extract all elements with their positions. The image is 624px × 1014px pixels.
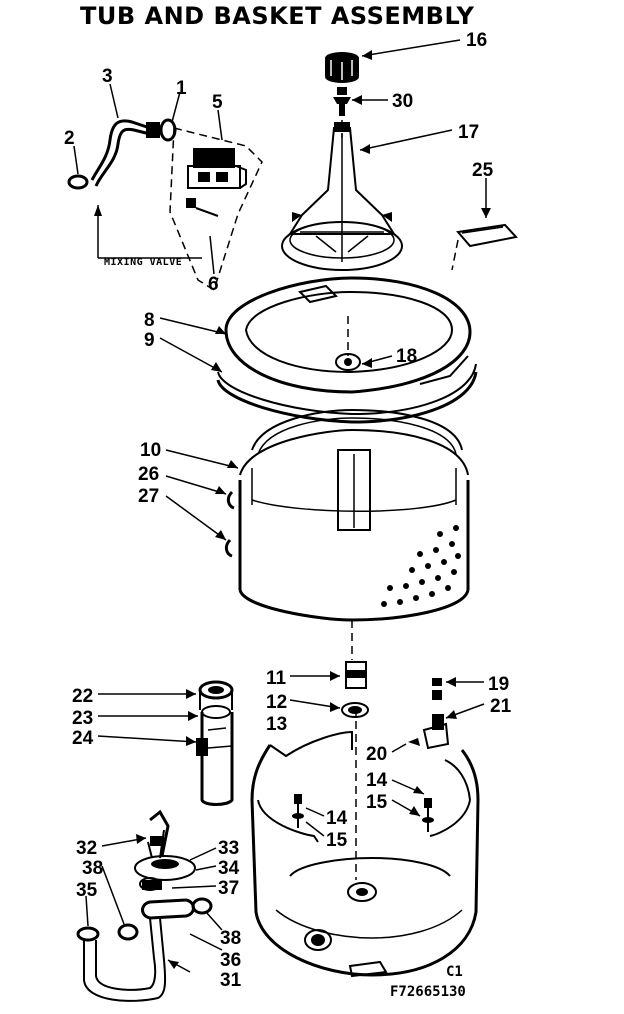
gasket-part-9 [216,363,478,424]
filter-pad-part-25 [451,223,518,271]
diagram-title: TUB AND BASKET ASSEMBLY [80,2,475,30]
clamp-part-1 [159,118,177,142]
callout-9: 9 [144,330,155,351]
callout-16: 16 [466,30,487,51]
callout-26: 26 [138,464,159,485]
mixing-valve-part-5 [169,127,263,292]
callout-10: 10 [140,440,161,461]
callout-22: 22 [72,686,93,707]
drawing-code: C1 [446,964,463,980]
callout-1: 1 [176,78,187,99]
callout-13: 13 [266,714,287,735]
callout-30: 30 [392,91,413,112]
callout-3: 3 [102,66,113,87]
callout-24: 24 [72,728,94,749]
callout-14-left: 14 [326,808,348,829]
callout-31: 31 [220,970,242,991]
callout-17: 17 [458,122,479,143]
callout-14-right: 14 [366,770,388,791]
agitator-part-17 [281,122,403,271]
clamp-part-2 [67,174,89,190]
callout-15-left: 15 [326,830,348,851]
hose-part-3 [90,119,160,187]
callout-38-left: 38 [82,858,103,879]
agitator-stud-part-30 [333,87,351,116]
callout-32: 32 [76,838,97,859]
callout-15-right: 15 [366,792,388,813]
basket-holes [381,525,461,607]
clips-parts-26-27 [224,490,235,558]
tub-cover-part-8 [224,276,472,394]
seal-part-12 [341,702,369,718]
mixing-valve-label: MIXING VALVE [104,257,182,268]
outer-tub-part-13 [250,730,480,978]
callout-12: 12 [266,692,287,713]
callout-35: 35 [76,880,98,901]
callout-27: 27 [138,486,159,507]
callout-21: 21 [490,696,512,717]
callout-19: 19 [488,674,509,695]
callout-34: 34 [218,858,240,879]
pump-parts-31-38 [76,809,213,1002]
callout-25: 25 [472,160,494,181]
callout-11: 11 [266,668,287,689]
callout-33: 33 [218,838,239,859]
callout-18: 18 [396,346,417,367]
callout-labels: 16 30 17 25 3 1 5 2 6 8 9 18 10 26 27 11… [64,30,512,991]
drain-parts-22-23-24 [196,680,234,806]
valve-parts-19-20-21 [408,678,450,750]
screw-part-6 [186,198,219,217]
drawing-number: F72665130 [390,984,466,1000]
callout-37: 37 [218,878,239,899]
callout-38-right: 38 [220,928,241,949]
hub-nut-part-11 [345,661,367,689]
callout-5: 5 [212,92,223,113]
callout-23: 23 [72,708,93,729]
bolts-parts-14-15 [292,794,434,832]
agitator-cap-part-16 [325,52,359,83]
callout-6: 6 [208,274,219,295]
callout-2: 2 [64,128,75,149]
leader-lines [73,39,491,973]
callout-20: 20 [366,744,387,765]
basket-part-10 [238,408,470,622]
callout-36: 36 [220,950,241,971]
callout-8: 8 [144,310,155,331]
